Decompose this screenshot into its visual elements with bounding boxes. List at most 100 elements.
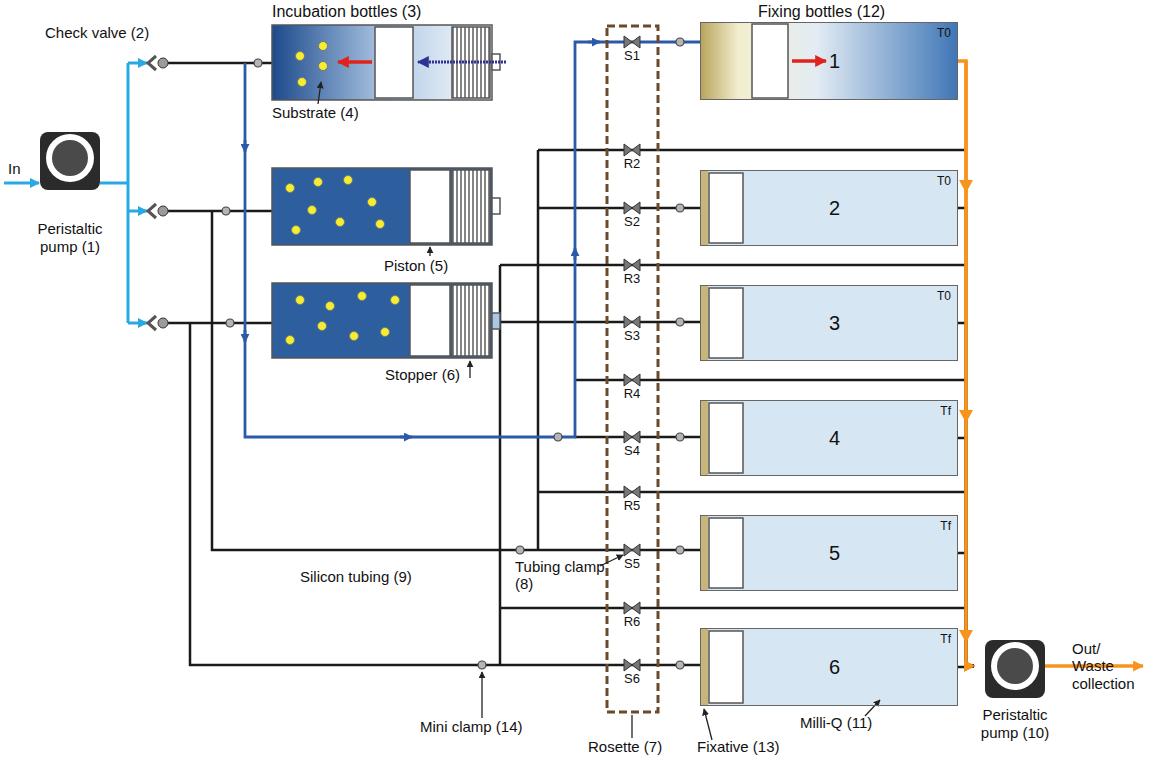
incubation-bottle <box>272 25 500 358</box>
silicon-tubing <box>190 323 700 665</box>
check-valve <box>148 56 168 330</box>
time-tag: T0 <box>937 26 951 40</box>
check-valve <box>158 206 168 216</box>
mini-clamp <box>222 38 684 669</box>
clamp-id: R4 <box>617 387 647 402</box>
fixing-bottle-fill <box>700 170 708 246</box>
pump-icon <box>40 132 1045 698</box>
time-tag: T0 <box>937 289 951 303</box>
pump-icon <box>40 132 100 190</box>
group-heading: Incubation bottles (3) <box>272 3 421 21</box>
substrate-dot <box>376 220 385 229</box>
substrate-dot <box>314 178 323 187</box>
substrate-dot <box>358 292 367 301</box>
sample-flow-tubing <box>245 42 700 437</box>
tubing-clamp <box>624 431 640 443</box>
incubation-bottle <box>410 285 450 356</box>
check-valve <box>158 58 168 68</box>
substrate-dot <box>350 332 359 341</box>
waste-line <box>959 61 1143 666</box>
substrate-dot <box>381 328 390 337</box>
callout-label: Milli-Q (11) <box>800 714 872 731</box>
mini-clamp <box>222 207 230 215</box>
clamp-id: S2 <box>617 215 647 230</box>
callout-label: Piston (5) <box>384 257 448 274</box>
tubing-clamp <box>624 36 640 48</box>
tubing-clamp <box>624 259 640 271</box>
tubing-clamp <box>624 486 640 498</box>
callout-label: Stopper (6) <box>385 366 460 383</box>
substrate-dot <box>319 62 328 71</box>
waste-line <box>959 630 973 643</box>
silicon-tubing <box>168 210 272 213</box>
fixing-bottle: 3T0 <box>700 285 958 361</box>
tubing-clamp <box>624 36 640 671</box>
callout-label: Mini clamp (14) <box>420 718 523 735</box>
leader-line <box>631 715 632 738</box>
fixing-bottle: 1 T0 <box>700 22 958 100</box>
check-valve <box>148 316 156 330</box>
incubation-bottle <box>375 27 413 98</box>
flow-arrow <box>418 61 506 64</box>
fixing-bottle-fill <box>700 400 958 476</box>
silicon-tubing <box>168 63 966 665</box>
pump-icon <box>46 134 94 182</box>
sample-flow-tubing <box>574 248 577 260</box>
inflow-tubing <box>4 63 147 323</box>
group-heading: Fixing bottles (12) <box>758 3 885 21</box>
sample-flow-tubing <box>588 41 600 44</box>
callout-label: Rosette (7) <box>588 738 662 755</box>
fixing-bottle-fill <box>700 22 958 100</box>
bottle-number: 5 <box>829 542 840 565</box>
substrate-dot <box>318 322 327 331</box>
clamp-id: R3 <box>617 272 647 287</box>
tubing-clamp <box>624 374 640 386</box>
bottle-number: 1 <box>829 50 840 73</box>
leader-line <box>429 247 430 256</box>
time-tag: T0 <box>937 174 951 188</box>
callout-label: In <box>8 160 21 177</box>
silicon-tubing <box>538 491 966 494</box>
sample-flow-tubing <box>244 330 247 342</box>
check-valve <box>158 318 168 328</box>
mini-clamp <box>676 433 684 441</box>
bottle-number: 4 <box>829 427 840 450</box>
sample-flow-tubing <box>244 140 247 152</box>
pump-icon <box>985 640 1045 698</box>
substrate-dot <box>296 296 305 305</box>
flow-arrow <box>338 62 506 63</box>
fixing-bottle-fill <box>700 400 708 476</box>
clamp-id: S1 <box>617 49 647 64</box>
substrate-dot <box>319 42 328 51</box>
mini-clamp <box>554 433 562 441</box>
fixing-bottle-fill <box>700 628 708 706</box>
sample-flow-tubing <box>245 42 700 437</box>
incubation-bottle <box>272 168 492 245</box>
fixing-bottle-fill <box>709 288 743 358</box>
mini-clamp <box>676 661 684 669</box>
fixing-bottle-fill <box>700 515 958 591</box>
fixing-bottle-fill <box>700 170 958 246</box>
mini-clamp <box>516 546 524 554</box>
pump-node: Peristaltic pump (10) <box>974 636 1056 742</box>
clamp-id: S4 <box>617 444 647 459</box>
pump-icon <box>997 648 1033 684</box>
silicon-tubing <box>537 150 540 550</box>
silicon-tubing <box>212 211 700 550</box>
clamp-id: R5 <box>617 499 647 514</box>
substrate-dot <box>391 296 400 305</box>
fixing-bottle-fill <box>700 22 958 706</box>
fixing-bottle-fill <box>709 403 743 473</box>
substrate-dot <box>292 226 301 235</box>
incubation-bottle <box>272 283 492 358</box>
fixing-bottle-fill <box>700 285 958 361</box>
pump-label: Peristaltic pump (1) <box>29 220 111 256</box>
substrate-dot <box>296 52 305 61</box>
check-valve <box>148 204 156 218</box>
flow-arrow <box>338 60 372 64</box>
clamp-id: S3 <box>617 329 647 344</box>
incubation-bottle <box>492 313 500 329</box>
callout-label: Silicon tubing (9) <box>300 568 412 585</box>
leader-line <box>704 709 712 740</box>
